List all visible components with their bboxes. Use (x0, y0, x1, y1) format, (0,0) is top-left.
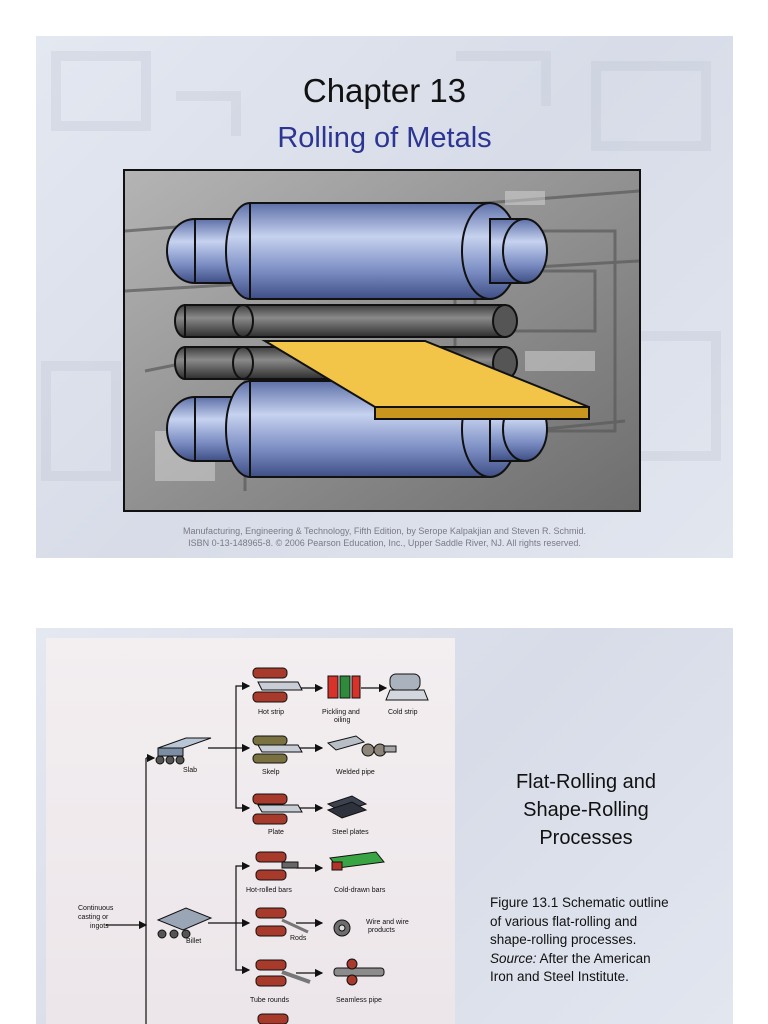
copyright-credit: Manufacturing, Engineering & Technology,… (36, 525, 733, 549)
rods-rolls-icon (255, 907, 309, 937)
label-steel-plates: Steel plates (332, 829, 369, 836)
cold-drawn-bars-icon (329, 851, 385, 871)
steel-plates-icon (326, 795, 368, 819)
billet-icon (156, 907, 213, 939)
process-flow-diagram: Continuous casting or ingots Slab Billet… (78, 667, 429, 1024)
label-hot-rolled-bars: Hot-rolled bars (246, 887, 292, 894)
label-pickling-1: Pickling and (322, 709, 360, 716)
chapter-subtitle: Rolling of Metals (277, 122, 492, 154)
pickling-tanks-icon (327, 675, 361, 699)
label-casting: casting or (78, 914, 109, 921)
figure-caption: Figure 13.1 Schematic outline of various… (490, 894, 670, 987)
credit-line-2: ISBN 0-13-148965-8. © 2006 Pearson Educa… (188, 538, 581, 548)
slide-title-line-1: Flat-Rolling and (515, 771, 657, 793)
slide-flat-rolling: Continuous casting or ingots Slab Billet… (36, 628, 733, 1024)
hot-rolled-bars-icon (255, 851, 299, 881)
hot-strip-rolls-icon (252, 667, 303, 703)
label-seamless-pipe: Seamless pipe (336, 997, 382, 1004)
caption-source-label: Source: (490, 950, 537, 966)
rolling-mill-drawing (125, 171, 639, 510)
slide-title: Flat-Rolling and Shape-Rolling Processes (486, 768, 686, 852)
partial-bottom-rolls-icon (257, 1013, 289, 1024)
caption-source-text: After the American Iron and Steel Instit… (490, 950, 651, 985)
label-billet: Billet (186, 938, 201, 945)
label-plate: Plate (268, 829, 284, 836)
label-cold-strip: Cold strip (388, 709, 418, 716)
welded-pipe-icon (326, 735, 397, 757)
rolling-mill-illustration (123, 169, 641, 512)
label-pickling-2: oiling (334, 717, 350, 724)
slide-title-line-3: Processes (539, 827, 633, 849)
label-wire-2: products (368, 927, 395, 934)
slab-icon (155, 737, 212, 765)
skelp-rolls-icon (252, 735, 303, 764)
label-welded-pipe: Welded pipe (336, 769, 375, 776)
slide-title-line-2: Shape-Rolling (523, 799, 649, 821)
label-skelp: Skelp (262, 769, 280, 776)
label-slab: Slab (183, 767, 197, 774)
label-tube-rounds: Tube rounds (250, 997, 290, 1004)
caption-main: Figure 13.1 Schematic outline of various… (490, 895, 669, 947)
process-flow-figure: Continuous casting or ingots Slab Billet… (46, 638, 455, 1024)
label-continuous: Continuous (78, 905, 114, 912)
credit-line-1: Manufacturing, Engineering & Technology,… (183, 526, 586, 536)
label-rods: Rods (290, 935, 307, 942)
background-watermark (41, 51, 721, 481)
label-ingots: ingots (90, 923, 109, 930)
label-hot-strip: Hot strip (258, 709, 284, 716)
label-wire-1: Wire and wire (366, 919, 409, 926)
seamless-pipe-icon (333, 958, 385, 986)
tube-rounds-rolls-icon (255, 959, 311, 987)
cold-strip-coil-icon (385, 673, 429, 701)
chapter-title: Chapter 13 (302, 72, 467, 109)
label-cold-drawn-bars: Cold-drawn bars (334, 887, 386, 894)
plate-rolls-icon (252, 793, 303, 825)
wire-coil-icon (333, 919, 351, 937)
slide-chapter-title: Chapter 13 Rolling of Metals (36, 36, 733, 558)
